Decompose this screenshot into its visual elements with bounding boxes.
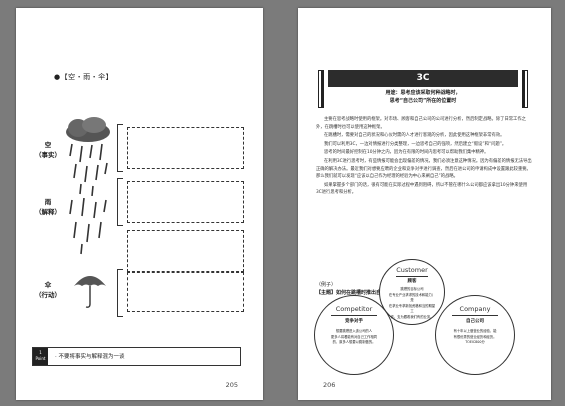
section-label-sky: 空 （事实） — [35, 141, 61, 159]
company-title: 自己公司 — [466, 319, 484, 324]
cloud-rain-icon — [66, 117, 110, 196]
competitor-circle: Competitor 竞争对手 想要跳槽进入该公司的人 更多人将看能有对自己工作… — [314, 295, 394, 375]
company-label: Company — [459, 305, 491, 313]
section-banner: 3C 用途：思考应该采取何种战略时， 思考“自己公司”所在的位置时 — [318, 70, 528, 108]
umbrella-icon — [74, 276, 106, 308]
page-title: ●【空・雨・伞】 — [54, 73, 114, 81]
paragraph: 主要在思考战略时使用的框架。对市场、顾客和自己公司的公司进行分析，然后制定战略。… — [316, 117, 526, 130]
bracket-sky — [117, 124, 123, 172]
competitor-title: 竞争对手 — [345, 319, 363, 324]
paragraph: 在跳槽时，需要对自己的状况和心仪时需的人才进行客观的分析，因此使用这种框架非常有… — [324, 133, 505, 139]
company-desc: 有十年以上做营业的经验，能 有很优秀的营业经历和经历。 TOEIC800分 — [453, 329, 497, 345]
left-page: ●【空・雨・伞】 空 （事实） 雨 （解释） 伞 — [16, 8, 263, 400]
customer-circle: Customer 顾客 跳槽的目标公司 在专业产业求求的技术和能力）是 在求业专… — [379, 259, 445, 325]
point-tag: 1 Point — [33, 348, 48, 365]
competitor-desc: 想要跳槽进入该公司的人 更多人将看能有对自己工作相同 的，原多人想要以跳制做的。 — [330, 329, 378, 345]
section-label-umbrella: 伞 （行动） — [35, 281, 61, 299]
customer-desc: 跳槽的目标公司 在专业产业求求的技术和能力）是 在求业专求新找资格和当的期望工 … — [388, 287, 436, 319]
bracket-rain — [117, 178, 123, 226]
interpretation-box-2[interactable] — [127, 230, 244, 272]
customer-title: 顾客 — [407, 279, 417, 284]
section-subtitle: 用途：思考应该采取何种战略时， 思考“自己公司”所在的位置时 — [385, 90, 461, 104]
section-header: 3C — [328, 70, 518, 87]
interpretation-box[interactable] — [127, 181, 244, 223]
paragraph: 如果掌握多个部门的话，很有可能在实际过程中遇到阻碍，所以不管在哪什么公司都应该拿… — [316, 182, 528, 196]
paragraph: 思考的时间最好控制在10分钟之内，因为在有限的时间内思考可以帮助我们集中精神。 — [324, 150, 489, 156]
paragraph: 我们可以利用3C，一边对情报进行分类整理，一边思考自己的强项，然后建立“假设”和… — [324, 141, 507, 147]
body-text: 主要在思考战略时使用的框架。对市场、顾客和自己公司的公司进行分析，然后制定战略。… — [316, 116, 532, 198]
page-number: 206 — [323, 381, 336, 389]
example-topic: 【主题】如何在跳槽时推出自己的强项？ — [316, 290, 407, 296]
action-box[interactable] — [127, 272, 244, 312]
page-number: 205 — [225, 381, 238, 389]
example-label: （例子） — [316, 282, 337, 288]
customer-label: Customer — [396, 266, 428, 274]
rain-drops-icon — [69, 198, 107, 255]
company-circle: Company 自己公司 有十年以上做营业的经验，能 有很优秀的营业经历和经历。… — [435, 295, 515, 375]
right-page: 3C 用途：思考应该采取何种战略时， 思考“自己公司”所在的位置时 主要在思考战… — [298, 8, 551, 400]
section-label-rain: 雨 （解释） — [35, 198, 61, 216]
banner-bracket-right — [522, 70, 528, 108]
point-text: · 不要将事实与解释混为一谈 — [55, 354, 125, 360]
point-box: 1 Point · 不要将事实与解释混为一谈 — [32, 347, 241, 366]
bracket-umbrella — [117, 269, 123, 317]
fact-box[interactable] — [127, 127, 244, 169]
banner-bracket-left — [318, 70, 324, 108]
competitor-label: Competitor — [335, 305, 373, 313]
paragraph: 在利用3C进行思考时，有些情报可能会出现偏差的情况，我们必须注意这种情况。因为有… — [316, 158, 532, 180]
